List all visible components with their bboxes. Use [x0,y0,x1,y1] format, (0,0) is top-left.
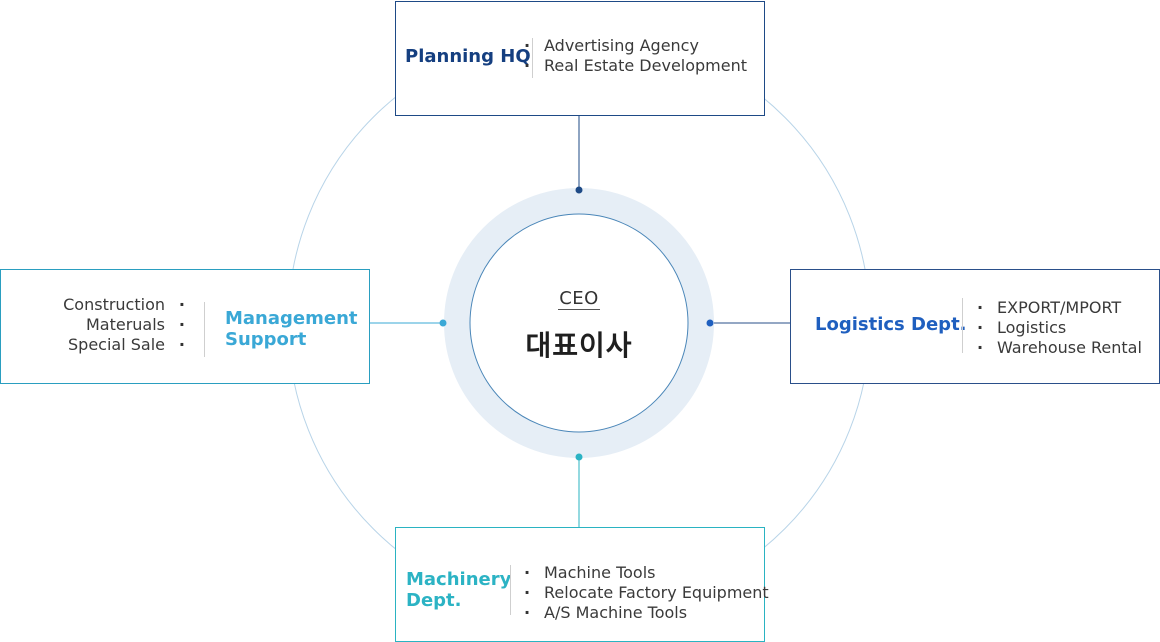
list-item: Construction· [63,295,185,314]
bullet-icon: · [524,603,531,622]
list-item: ·Real Estate Development [524,56,748,75]
dot-management [439,319,447,327]
list-item: ·Warehouse Rental [977,338,1142,357]
list-item: Special Sale· [68,335,185,354]
ceo-label-en: CEO [558,288,600,310]
bullet-icon: · [524,36,531,55]
planning-hq-list: ·Advertising Agency ·Real Estate Develop… [524,36,747,76]
machinery-dept-title: Machinery Dept. [406,569,512,611]
list-item: ·Logistics [977,318,1067,337]
list-item: ·Advertising Agency [524,36,699,55]
planning-hq-title: Planning HQ [405,46,531,67]
dot-logistics [706,319,714,327]
bullet-icon: · [977,318,984,337]
list-item: ·A/S Machine Tools [524,603,688,622]
machinery-dept-list: ·Machine Tools ·Relocate Factory Equipme… [524,563,769,623]
divider [510,565,511,615]
bullet-icon: · [178,315,185,334]
logistics-dept-title: Logistics Dept. [815,314,967,335]
divider [962,298,963,353]
bullet-icon: · [178,335,185,354]
ceo-label-ko: 대표이사 [525,329,633,362]
management-support-list: Construction· Materuals· Special Sale· [63,295,185,355]
bullet-icon: · [977,298,984,317]
list-item: ·Relocate Factory Equipment [524,583,769,602]
dot-machinery [575,453,583,461]
ceo-inner-circle [469,213,689,433]
bullet-icon: · [524,56,531,75]
list-item: ·EXPORT/MPORT [977,298,1122,317]
bullet-icon: · [524,583,531,602]
list-item: Materuals· [85,315,185,334]
bullet-icon: · [524,563,531,582]
bullet-icon: · [178,295,185,314]
ceo-node: CEO 대표이사 [470,214,688,432]
divider [204,302,205,357]
management-support-box: Construction· Materuals· Special Sale· M… [0,269,370,384]
machinery-dept-box: Machinery Dept. ·Machine Tools ·Relocate… [395,527,769,642]
logistics-dept-box: Logistics Dept. ·EXPORT/MPORT ·Logistics… [790,269,1160,384]
bullet-icon: · [977,338,984,357]
list-item: ·Machine Tools [524,563,656,582]
planning-hq-box: Planning HQ ·Advertising Agency ·Real Es… [395,1,765,116]
dot-planning [575,186,583,194]
ceo-outer-ring [444,188,714,458]
logistics-dept-list: ·EXPORT/MPORT ·Logistics ·Warehouse Rent… [977,298,1142,358]
management-support-title: Management Support [225,308,358,350]
divider [532,38,533,78]
